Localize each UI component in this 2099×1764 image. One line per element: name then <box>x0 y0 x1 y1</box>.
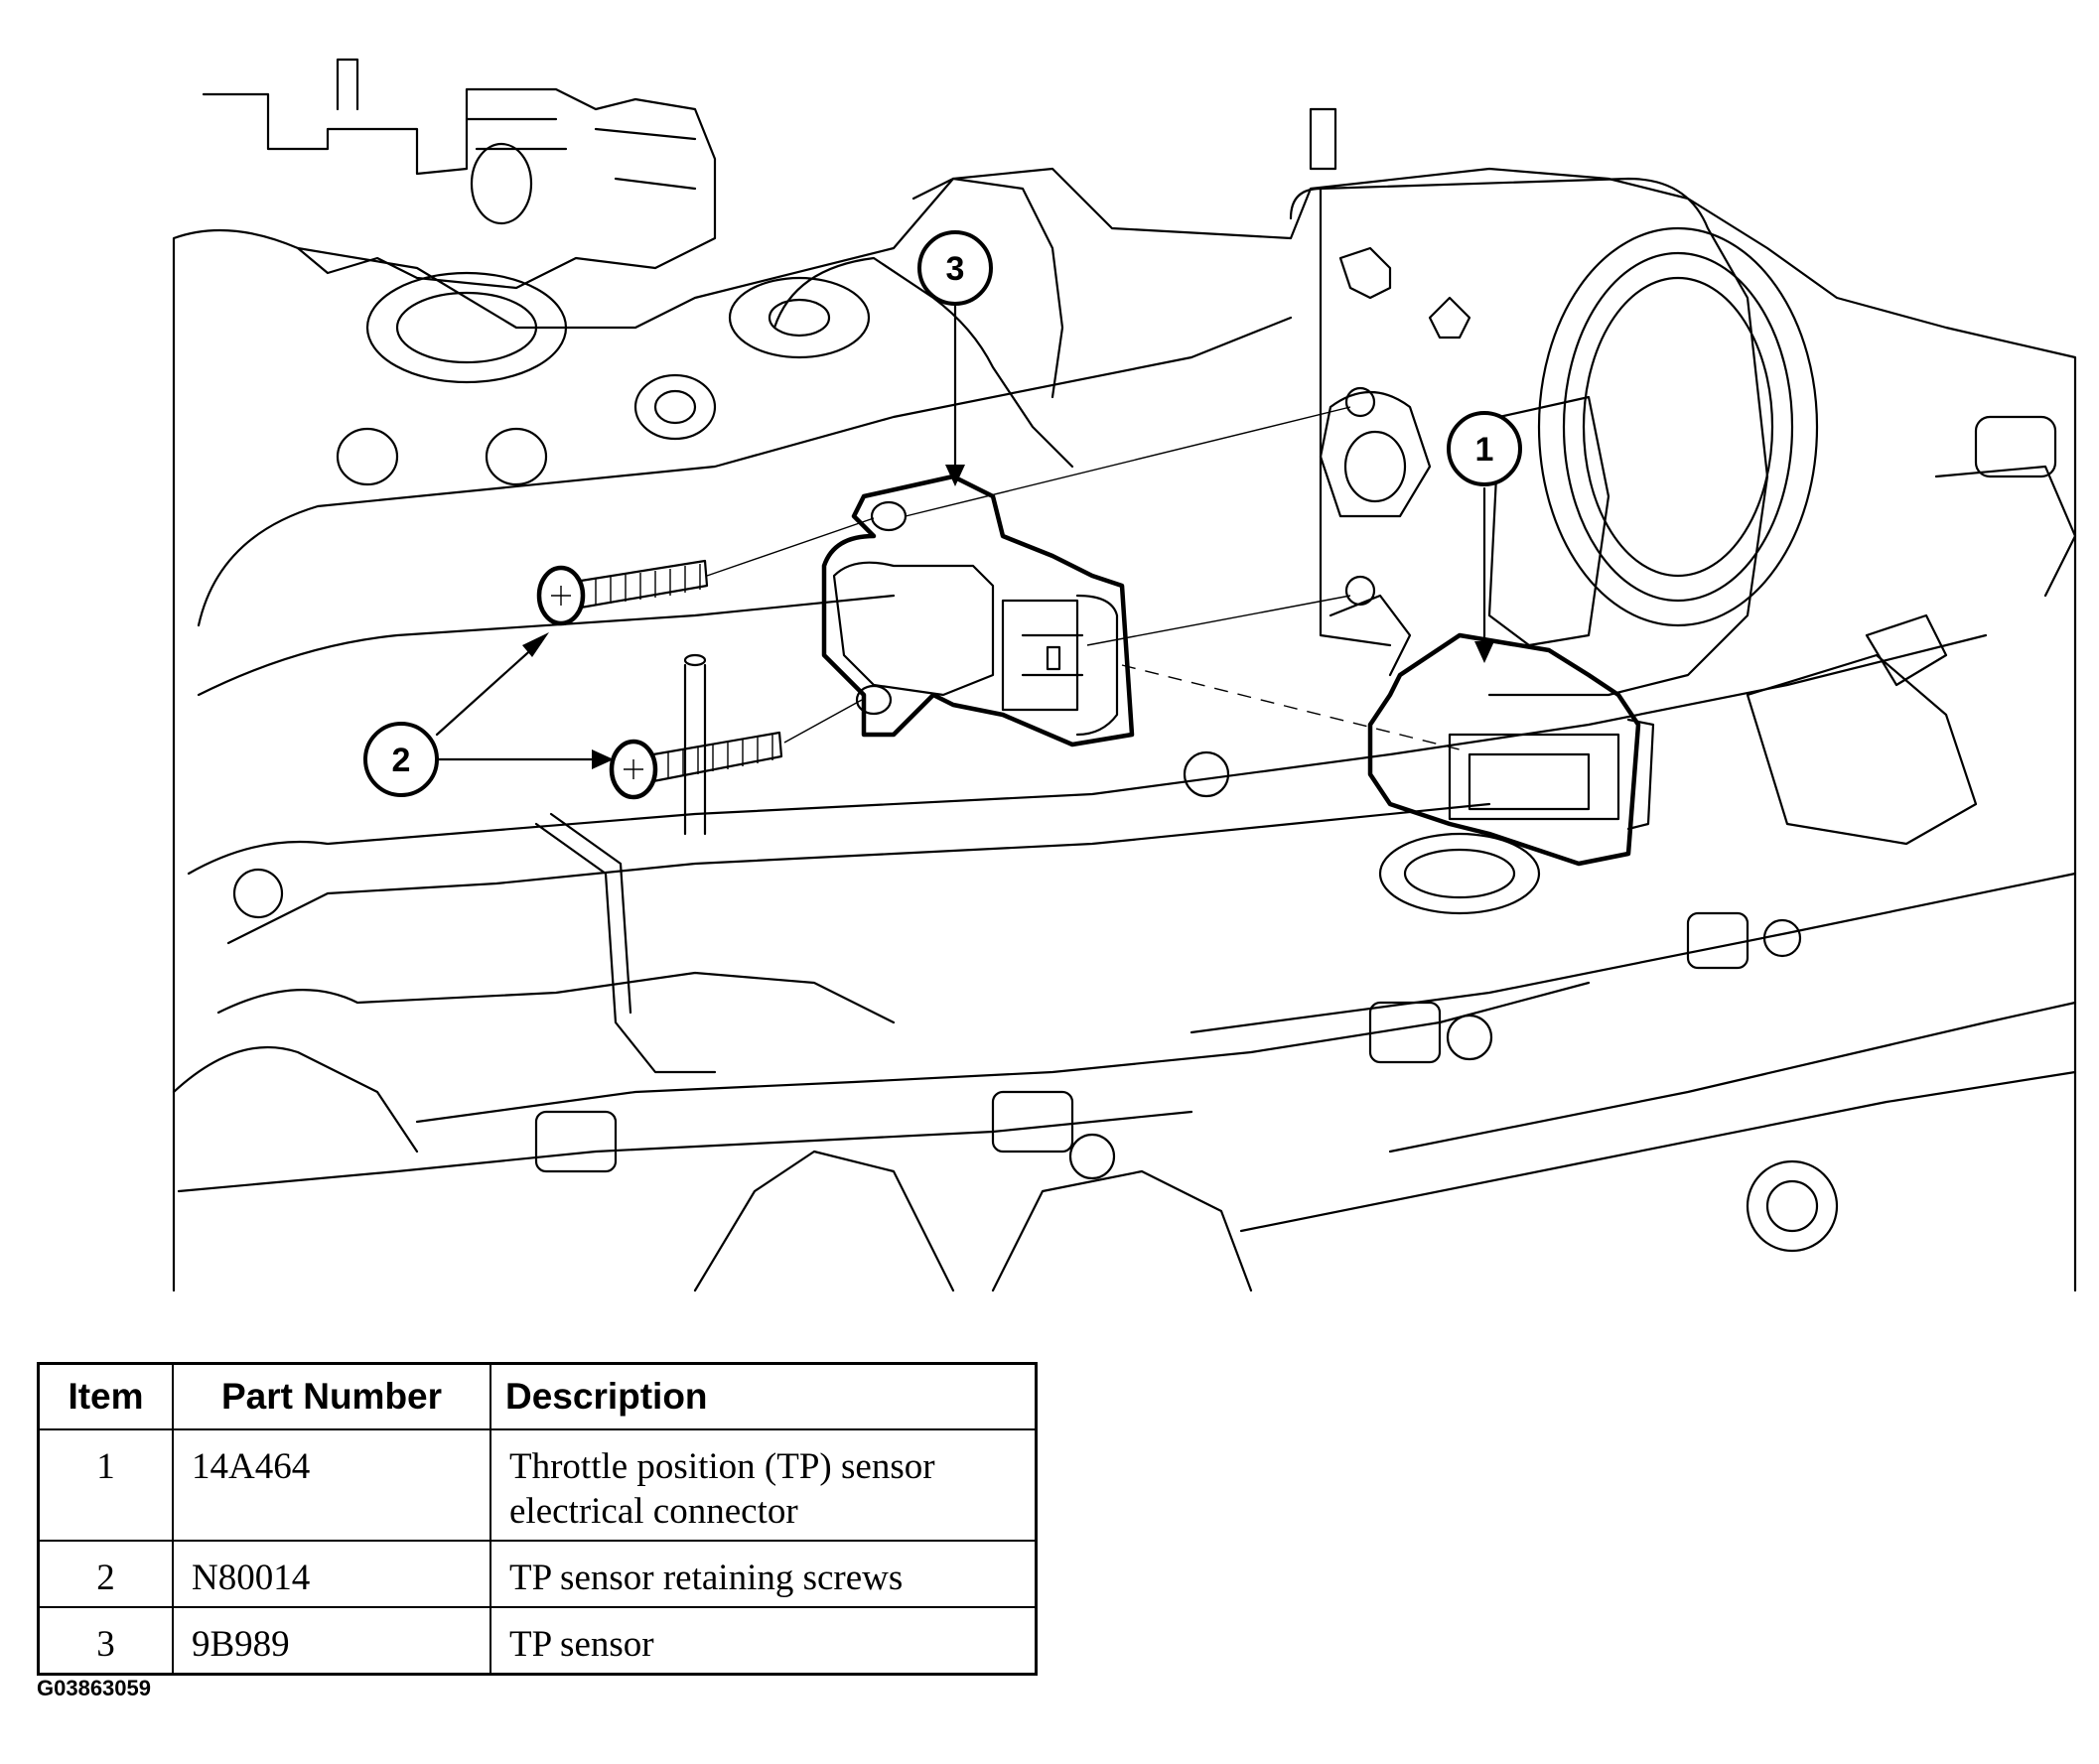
tp-sensor-drawing <box>821 474 1135 747</box>
parts-table-header: Item Part Number Description <box>37 1362 1038 1430</box>
row-description: TP sensor retaining screws <box>490 1540 1038 1608</box>
svg-text:3: 3 <box>946 250 965 288</box>
description-line: electrical connector <box>509 1491 798 1532</box>
table-row: 3 9B989 TP sensor <box>37 1606 1038 1676</box>
callout-2: 2 <box>363 722 439 797</box>
row-part-number: 14A464 <box>172 1428 491 1542</box>
retaining-screw-lower <box>609 731 783 800</box>
intake-manifold-lineart <box>172 58 2077 1292</box>
row-description: Throttle position (TP) sensor electrical… <box>490 1428 1038 1542</box>
row-part-number: N80014 <box>172 1540 491 1608</box>
leader-arrows <box>435 292 1494 769</box>
header-item: Item <box>37 1362 174 1430</box>
tp-connector-drawing <box>1367 632 1655 915</box>
row-item: 2 <box>37 1540 174 1608</box>
table-row: 2 N80014 TP sensor retaining screws <box>37 1540 1038 1608</box>
callout-3: 3 <box>917 230 993 306</box>
alignment-lines <box>706 406 1461 750</box>
table-row: 1 14A464 Throttle position (TP) sensor e… <box>37 1428 1038 1542</box>
figure-id: G03863059 <box>37 1676 151 1700</box>
retaining-screw-upper <box>536 559 709 626</box>
engine-illustration: 1 2 3 <box>172 58 2077 1292</box>
row-item: 1 <box>37 1428 174 1542</box>
header-part-number: Part Number <box>172 1362 491 1430</box>
svg-text:2: 2 <box>392 742 411 779</box>
description-line: Throttle position (TP) sensor <box>509 1446 935 1487</box>
row-description: TP sensor <box>490 1606 1038 1676</box>
row-item: 3 <box>37 1606 174 1676</box>
row-part-number: 9B989 <box>172 1606 491 1676</box>
svg-text:1: 1 <box>1475 431 1494 469</box>
callout-1: 1 <box>1447 411 1522 486</box>
header-description: Description <box>490 1362 1038 1430</box>
parts-table: Item Part Number Description 1 14A464 Th… <box>37 1362 1038 1676</box>
